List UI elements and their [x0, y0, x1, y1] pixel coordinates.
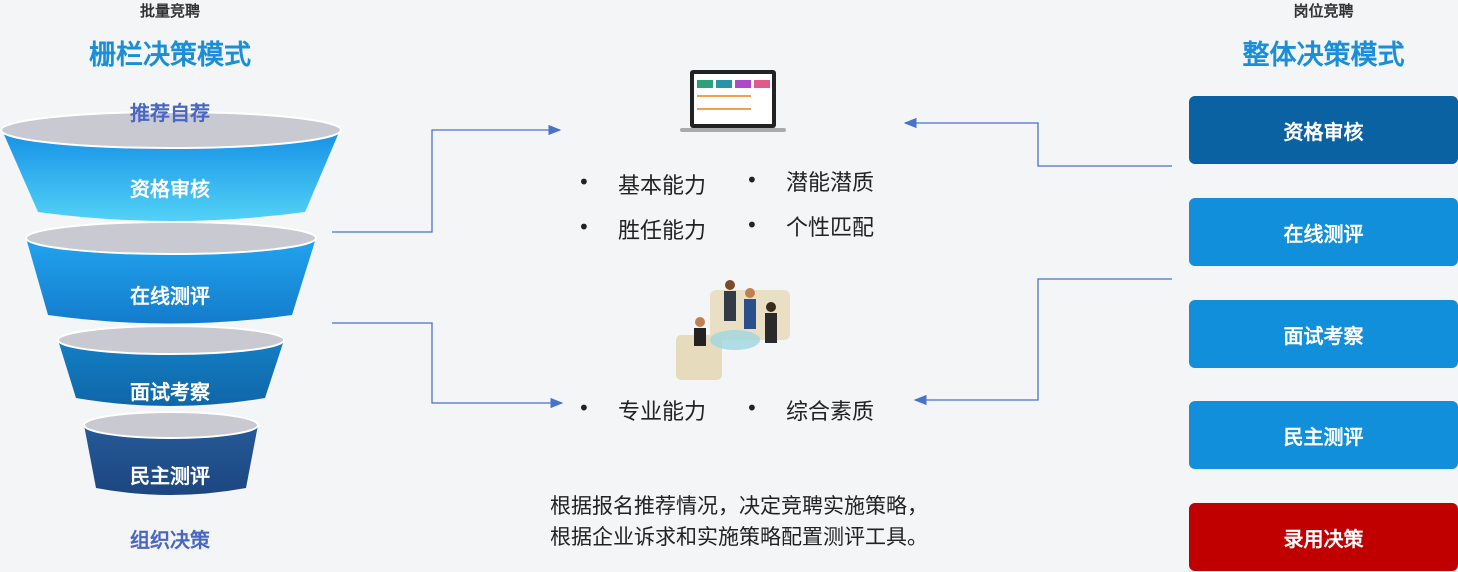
- right-title: 整体决策模式: [1242, 40, 1405, 71]
- funnel-layer-2: [25, 221, 317, 324]
- step-qualification: 资格审核: [1189, 96, 1458, 164]
- online-item: 基本能力: [618, 174, 707, 199]
- arrow-to-interview: [332, 322, 564, 409]
- funnel-bottom-label: 组织决策: [130, 528, 210, 552]
- funnel-layer-3: [57, 325, 285, 406]
- note-line-2: 根据企业诉求和实施策略配置测评工具。: [550, 525, 928, 549]
- bullet-dot: •: [578, 215, 590, 239]
- funnel-layer-4: [83, 411, 259, 495]
- bullet-dot: •: [746, 168, 758, 192]
- online-item: 胜任能力: [618, 219, 707, 244]
- meeting-people-icon: [676, 280, 790, 380]
- bullet-dot: •: [578, 396, 590, 420]
- funnel-stage-2: 在线测评: [130, 284, 210, 308]
- funnel-top-label: 推荐自荐: [130, 101, 210, 125]
- funnel-stage-3: 面试考察: [130, 380, 210, 404]
- laptop-icon: [680, 70, 786, 132]
- step-online-assessment: 在线测评: [1189, 198, 1458, 266]
- online-item: 潜能潜质: [786, 171, 875, 196]
- note-line-1: 根据报名推荐情况，决定竞聘实施策略，: [550, 494, 928, 518]
- right-subtitle: 岗位竞聘: [1293, 2, 1354, 20]
- funnel-stage-4: 民主测评: [130, 464, 210, 488]
- left-title: 栅栏决策模式: [89, 40, 251, 71]
- bullet-dot: •: [746, 213, 758, 237]
- interview-item: 综合素质: [786, 400, 875, 425]
- arrow-from-right-1: [903, 117, 1172, 167]
- arrow-from-right-2: [913, 278, 1172, 406]
- online-item: 个性匹配: [786, 216, 875, 241]
- step-democratic-review: 民主测评: [1189, 401, 1458, 469]
- funnel-layer-1: [0, 111, 342, 221]
- left-subtitle: 批量竞聘: [139, 2, 200, 20]
- bullet-dot: •: [578, 170, 590, 194]
- interview-item: 专业能力: [618, 400, 707, 425]
- bullet-dot: •: [746, 396, 758, 420]
- funnel-stage-1: 资格审核: [130, 177, 210, 201]
- step-hiring-decision: 录用决策: [1189, 503, 1458, 571]
- arrow-to-online: [332, 124, 562, 233]
- step-interview: 面试考察: [1189, 300, 1458, 368]
